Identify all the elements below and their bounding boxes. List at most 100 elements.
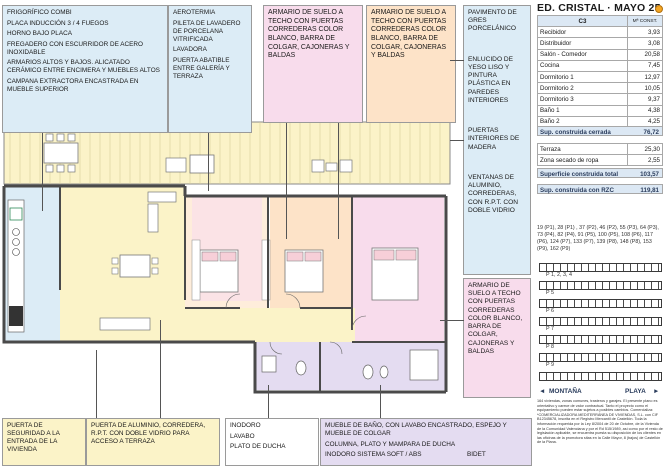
- callout-line: LAVADORA: [173, 46, 207, 54]
- dwelling-numbers-text: 19 (P1), 28 (P1) , 37 (P2), 46 (P2), 55 …: [537, 225, 659, 253]
- orientation-bar: ◄ MONTAÑA PLAYA ►: [537, 388, 663, 397]
- callout-line: LAVABO: [230, 432, 255, 440]
- wardrobe-callout-3: ARMARIO DE SUELO A TECHO CON PUERTAS COR…: [463, 278, 531, 398]
- room-name: Dormitorio 3: [537, 93, 628, 106]
- room-area: 25,30: [627, 142, 663, 156]
- callout-line: VENTANAS DE ALUMINIO, CORREDERAS, CON R.…: [468, 173, 519, 214]
- orientation-left: MONTAÑA: [549, 388, 582, 395]
- sup-rzc-value: 119,81: [640, 186, 659, 194]
- room-name: Terraza: [537, 142, 628, 156]
- callout-line: HORNO BAJO PLACA: [7, 30, 72, 38]
- wardrobe-callout-1: ARMARIO DE SUELO A TECHO CON PUERTAS COR…: [263, 5, 363, 123]
- callout-line: PAVIMENTO DE GRES PORCELÁNICO: [468, 9, 517, 33]
- callout-line: INODORO SISTEMA SOFT / ABS: [325, 451, 422, 459]
- room-area: 3,08: [627, 37, 663, 50]
- leader-line: [208, 133, 209, 191]
- room-name: Dormitorio 2: [537, 82, 628, 95]
- page-title: ED. CRISTAL · MAYO 25: [537, 2, 661, 14]
- sup-total-row: Superficie construida total 103,57: [537, 168, 663, 178]
- wardrobe-callout-2: ARMARIO DE SUELO A TECHO CON PUERTAS COR…: [366, 5, 456, 123]
- callout-line: AEROTERMIA: [173, 9, 216, 16]
- floor-label: P 6: [546, 308, 554, 314]
- leader-line: [450, 140, 464, 141]
- sup-total-value: 103,57: [640, 170, 659, 178]
- callout-line: ARMARIO DE SUELO A TECHO CON PUERTAS COR…: [468, 282, 523, 355]
- unit-label: Mª CONST.: [627, 14, 663, 28]
- sup-rzc-label: Sup. construida con RZC: [540, 186, 614, 194]
- room-name: Zona secado de ropa: [537, 154, 628, 167]
- arrow-right-icon: ►: [653, 388, 660, 395]
- callout-line: PUERTA DE ALUMINIO, CORREDERA, R.P.T. CO…: [91, 422, 206, 445]
- room-area: 12,97: [627, 70, 663, 84]
- sup-rzc-row: Sup. construida con RZC 119,81: [537, 184, 663, 194]
- callout-line: ARMARIOS ALTOS Y BAJOS. ALICATADO CERÁMI…: [7, 59, 160, 75]
- leader-line: [268, 385, 269, 418]
- building-strip-icon: [539, 299, 662, 308]
- floor-label: P 5: [546, 290, 554, 296]
- floor-label: P 8: [546, 344, 554, 350]
- sup-total-label: Superficie construida total: [540, 170, 619, 178]
- bathroom-1-callout: MUEBLE DE BAÑO, CON LAVABO ENCASTRADO, E…: [320, 418, 532, 466]
- room-area: 7,45: [627, 59, 663, 72]
- room-area: 20,58: [627, 48, 663, 61]
- leader-line: [42, 133, 43, 211]
- room-name: Distribuidor: [537, 37, 628, 50]
- terrace-door-callout: PUERTA DE ALUMINIO, CORREDERA, R.P.T. CO…: [86, 418, 220, 466]
- orientation-right: PLAYA: [625, 388, 646, 395]
- leader-line: [440, 320, 464, 321]
- room-area: 10,05: [627, 82, 663, 95]
- bathroom-2-callout: INODORO LAVABO PLATO DE DUCHA: [225, 418, 319, 466]
- floor-label: P 9: [546, 362, 554, 368]
- building-strip-icon: [539, 372, 662, 381]
- sup-cerrada-value: 76,72: [643, 128, 659, 136]
- room-name: Cocina: [537, 59, 628, 72]
- building-strip-icon: [539, 317, 662, 326]
- leader-line: [96, 350, 97, 418]
- legal-disclaimer: 164 viviendas, zonas comunes, trasteros …: [537, 399, 663, 445]
- dwelling-type-label: C3: [537, 14, 628, 28]
- callout-line: PUERTA DE SEGURIDAD A LA ENTRADA DE LA V…: [7, 422, 60, 453]
- callout-line: PILETA DE LAVADERO DE PORCELANA VITRIFIC…: [173, 19, 241, 43]
- leader-line: [160, 320, 161, 418]
- building-strip-icon: [539, 335, 662, 344]
- callout-line: INODORO: [230, 422, 261, 429]
- room-name: Dormitorio 1: [537, 70, 628, 84]
- sun-icon: [655, 5, 663, 13]
- callout-line: ARMARIO DE SUELO A TECHO CON PUERTAS COR…: [268, 9, 350, 60]
- leader-line: [286, 123, 287, 239]
- sup-cerrada-row: Sup. construida cerrada 76,72: [537, 126, 663, 136]
- callout-line: PLACA INDUCCIÓN 3 / 4 FUEGOS: [7, 19, 109, 27]
- room-name: Baño 1: [537, 104, 628, 117]
- leader-line: [380, 385, 381, 418]
- callout-line: PLATO DE DUCHA: [230, 443, 286, 451]
- building-strip-icon: [539, 263, 662, 272]
- callout-line: MUEBLE DE BAÑO, CON LAVABO ENCASTRADO, E…: [325, 422, 507, 437]
- table-header-row: C3 Mª CONST.: [537, 14, 663, 28]
- floor-label: P 1, 2, 3, 4: [546, 272, 572, 278]
- floor-plan-drawing: [2, 121, 451, 394]
- arrow-left-icon: ◄: [539, 388, 546, 395]
- callout-line: PUERTAS INTERIORES DE MADERA: [468, 127, 520, 151]
- room-area: 4,38: [627, 104, 663, 117]
- entry-door-callout: PUERTA DE SEGURIDAD A LA ENTRADA DE LA V…: [2, 418, 86, 466]
- leader-line: [338, 123, 339, 239]
- building-strip-icon: [539, 281, 662, 290]
- callout-line: PUERTA ABATIBLE ENTRE GALERÍA Y TERRAZA: [173, 56, 230, 80]
- floor-label: P 7: [546, 326, 554, 332]
- building-strip-icon: [539, 353, 662, 362]
- room-name: Recibidor: [537, 26, 628, 39]
- gallery-callout: AEROTERMIA PILETA DE LAVADERO DE PORCELA…: [168, 5, 252, 133]
- callout-line: ENLUCIDO DE YESO LISO Y PINTURA PLÁSTICA…: [468, 55, 514, 104]
